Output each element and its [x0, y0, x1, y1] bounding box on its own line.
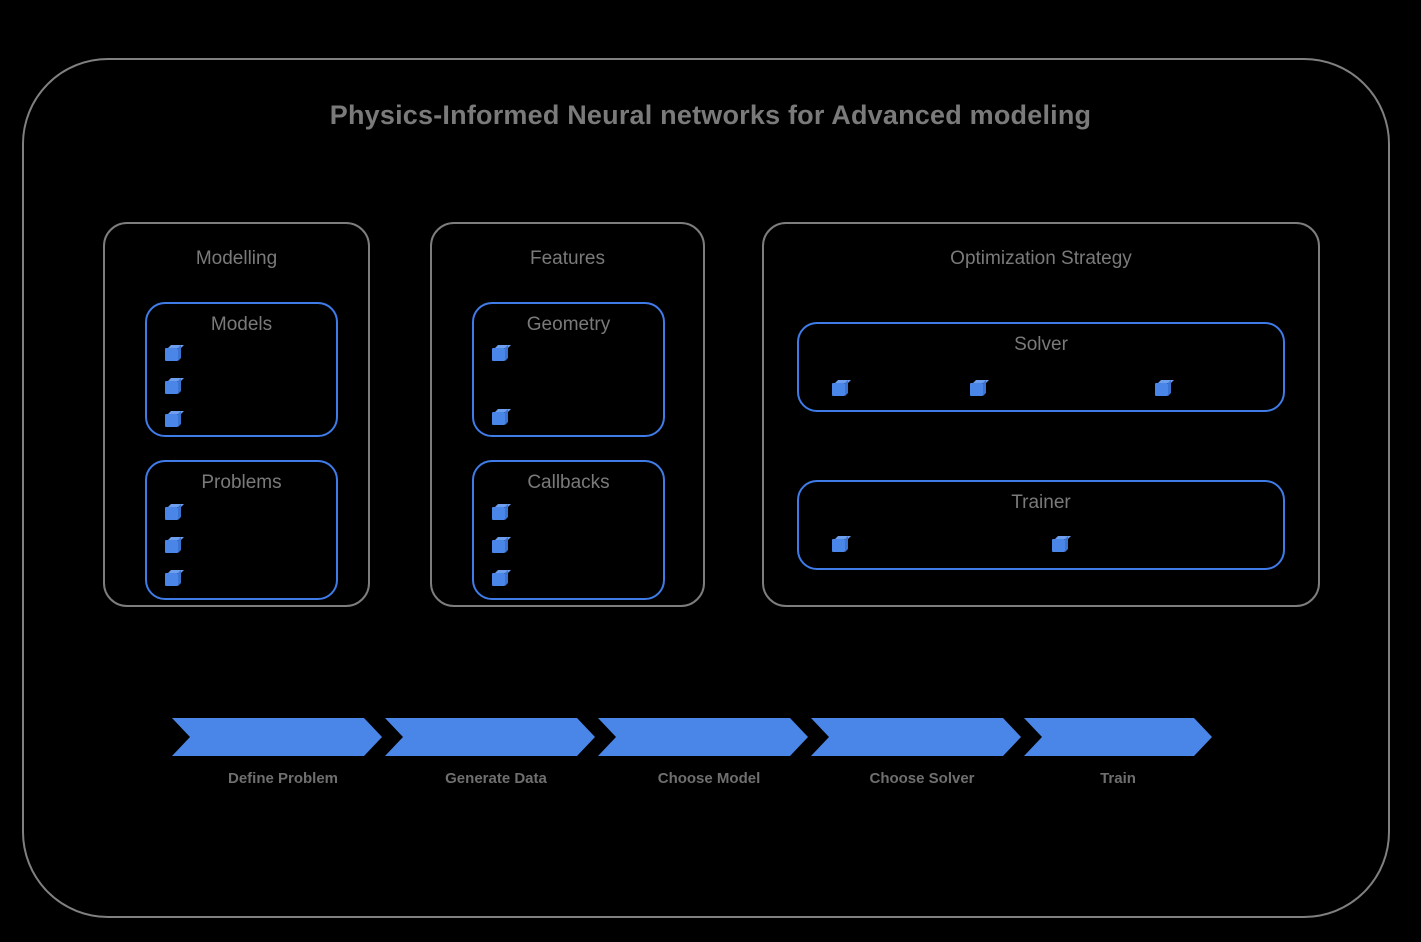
- bullet-cube-icon: [165, 381, 178, 394]
- pipeline-step-arrow[interactable]: [811, 718, 1021, 756]
- box-problems[interactable]: Problems: [145, 460, 338, 600]
- group-features: Features: [430, 222, 705, 607]
- pipeline-step-arrow[interactable]: [172, 718, 382, 756]
- bullet-cube-icon: [165, 507, 178, 520]
- pipeline-step-label-train: Train: [1100, 770, 1136, 787]
- box-problems-title: Problems: [201, 472, 282, 493]
- bullet-cube-icon: [970, 383, 983, 396]
- pipeline-step-arrow[interactable]: [598, 718, 808, 756]
- box-solver-title: Solver: [1014, 334, 1068, 355]
- bullet-cube-icon: [165, 540, 178, 553]
- group-optimization-strategy-title: Optimization Strategy: [950, 248, 1132, 269]
- box-models-title: Models: [210, 314, 273, 335]
- box-geometry-title: Geometry: [526, 314, 611, 335]
- bullet-cube-icon: [1155, 383, 1168, 396]
- pipeline-step-label-choose-solver: Choose Solver: [869, 770, 975, 787]
- bullet-cube-icon: [492, 412, 505, 425]
- group-modelling-title: Modelling: [195, 248, 278, 269]
- workflow-pipeline: [172, 718, 1212, 756]
- bullet-cube-icon: [165, 414, 178, 427]
- box-geometry[interactable]: Geometry: [472, 302, 665, 437]
- bullet-cube-icon: [492, 540, 505, 553]
- box-callbacks-title: Callbacks: [527, 472, 610, 493]
- pipeline-step-label-generate-data: Generate Data: [445, 770, 547, 787]
- box-solver[interactable]: Solver: [797, 322, 1285, 412]
- box-trainer[interactable]: Trainer: [797, 480, 1285, 570]
- box-models[interactable]: Models: [145, 302, 338, 437]
- bullet-cube-icon: [492, 573, 505, 586]
- bullet-cube-icon: [165, 348, 178, 361]
- bullet-cube-icon: [832, 383, 845, 396]
- pipeline-step-arrow[interactable]: [1024, 718, 1212, 756]
- bullet-cube-icon: [492, 507, 505, 520]
- pipeline-step-label-define-problem: Define Problem: [227, 770, 339, 787]
- page-title: Physics-Informed Neural networks for Adv…: [329, 100, 1092, 130]
- bullet-cube-icon: [492, 348, 505, 361]
- group-optimization-strategy: Optimization Strategy: [762, 222, 1320, 607]
- box-trainer-title: Trainer: [1011, 492, 1071, 513]
- bullet-cube-icon: [832, 539, 845, 552]
- group-features-title: Features: [530, 248, 605, 269]
- pipeline-step-label-choose-model: Choose Model: [657, 770, 761, 787]
- box-callbacks[interactable]: Callbacks: [472, 460, 665, 600]
- bullet-cube-icon: [1052, 539, 1065, 552]
- diagram-outer-frame: [22, 58, 1390, 918]
- bullet-cube-icon: [165, 573, 178, 586]
- pipeline-step-arrow[interactable]: [385, 718, 595, 756]
- group-modelling: Modelling: [103, 222, 370, 607]
